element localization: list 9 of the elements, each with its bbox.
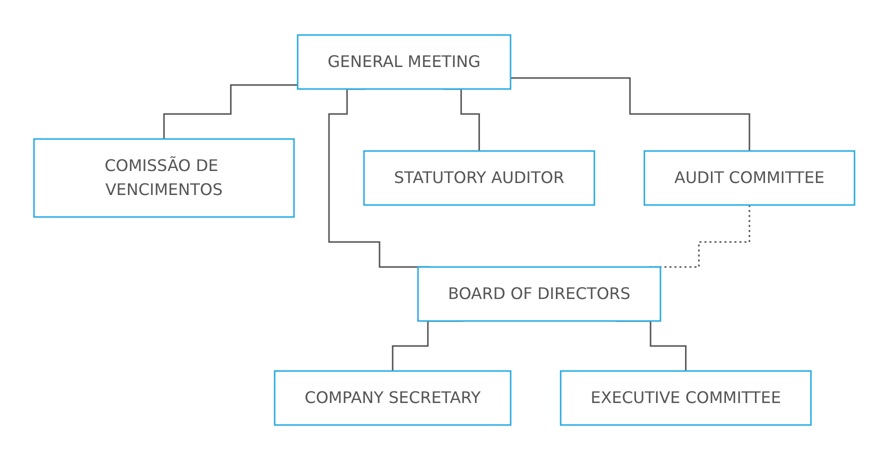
- node-box: STATUTORY AUDITOR: [362, 150, 595, 206]
- node-box: EXECUTIVE COMMITTEE: [560, 370, 812, 426]
- node-box: BOARD OF DIRECTORS: [417, 266, 661, 322]
- connector: [162, 84, 298, 140]
- connector: [510, 77, 750, 152]
- node-box: AUDIT COMMITTEE: [643, 150, 855, 206]
- node-box: COMPANY SECRETARY: [274, 370, 512, 426]
- node-box: COMISSÃO DE VENCIMENTOS: [32, 138, 294, 218]
- node-box: GENERAL MEETING: [296, 34, 512, 90]
